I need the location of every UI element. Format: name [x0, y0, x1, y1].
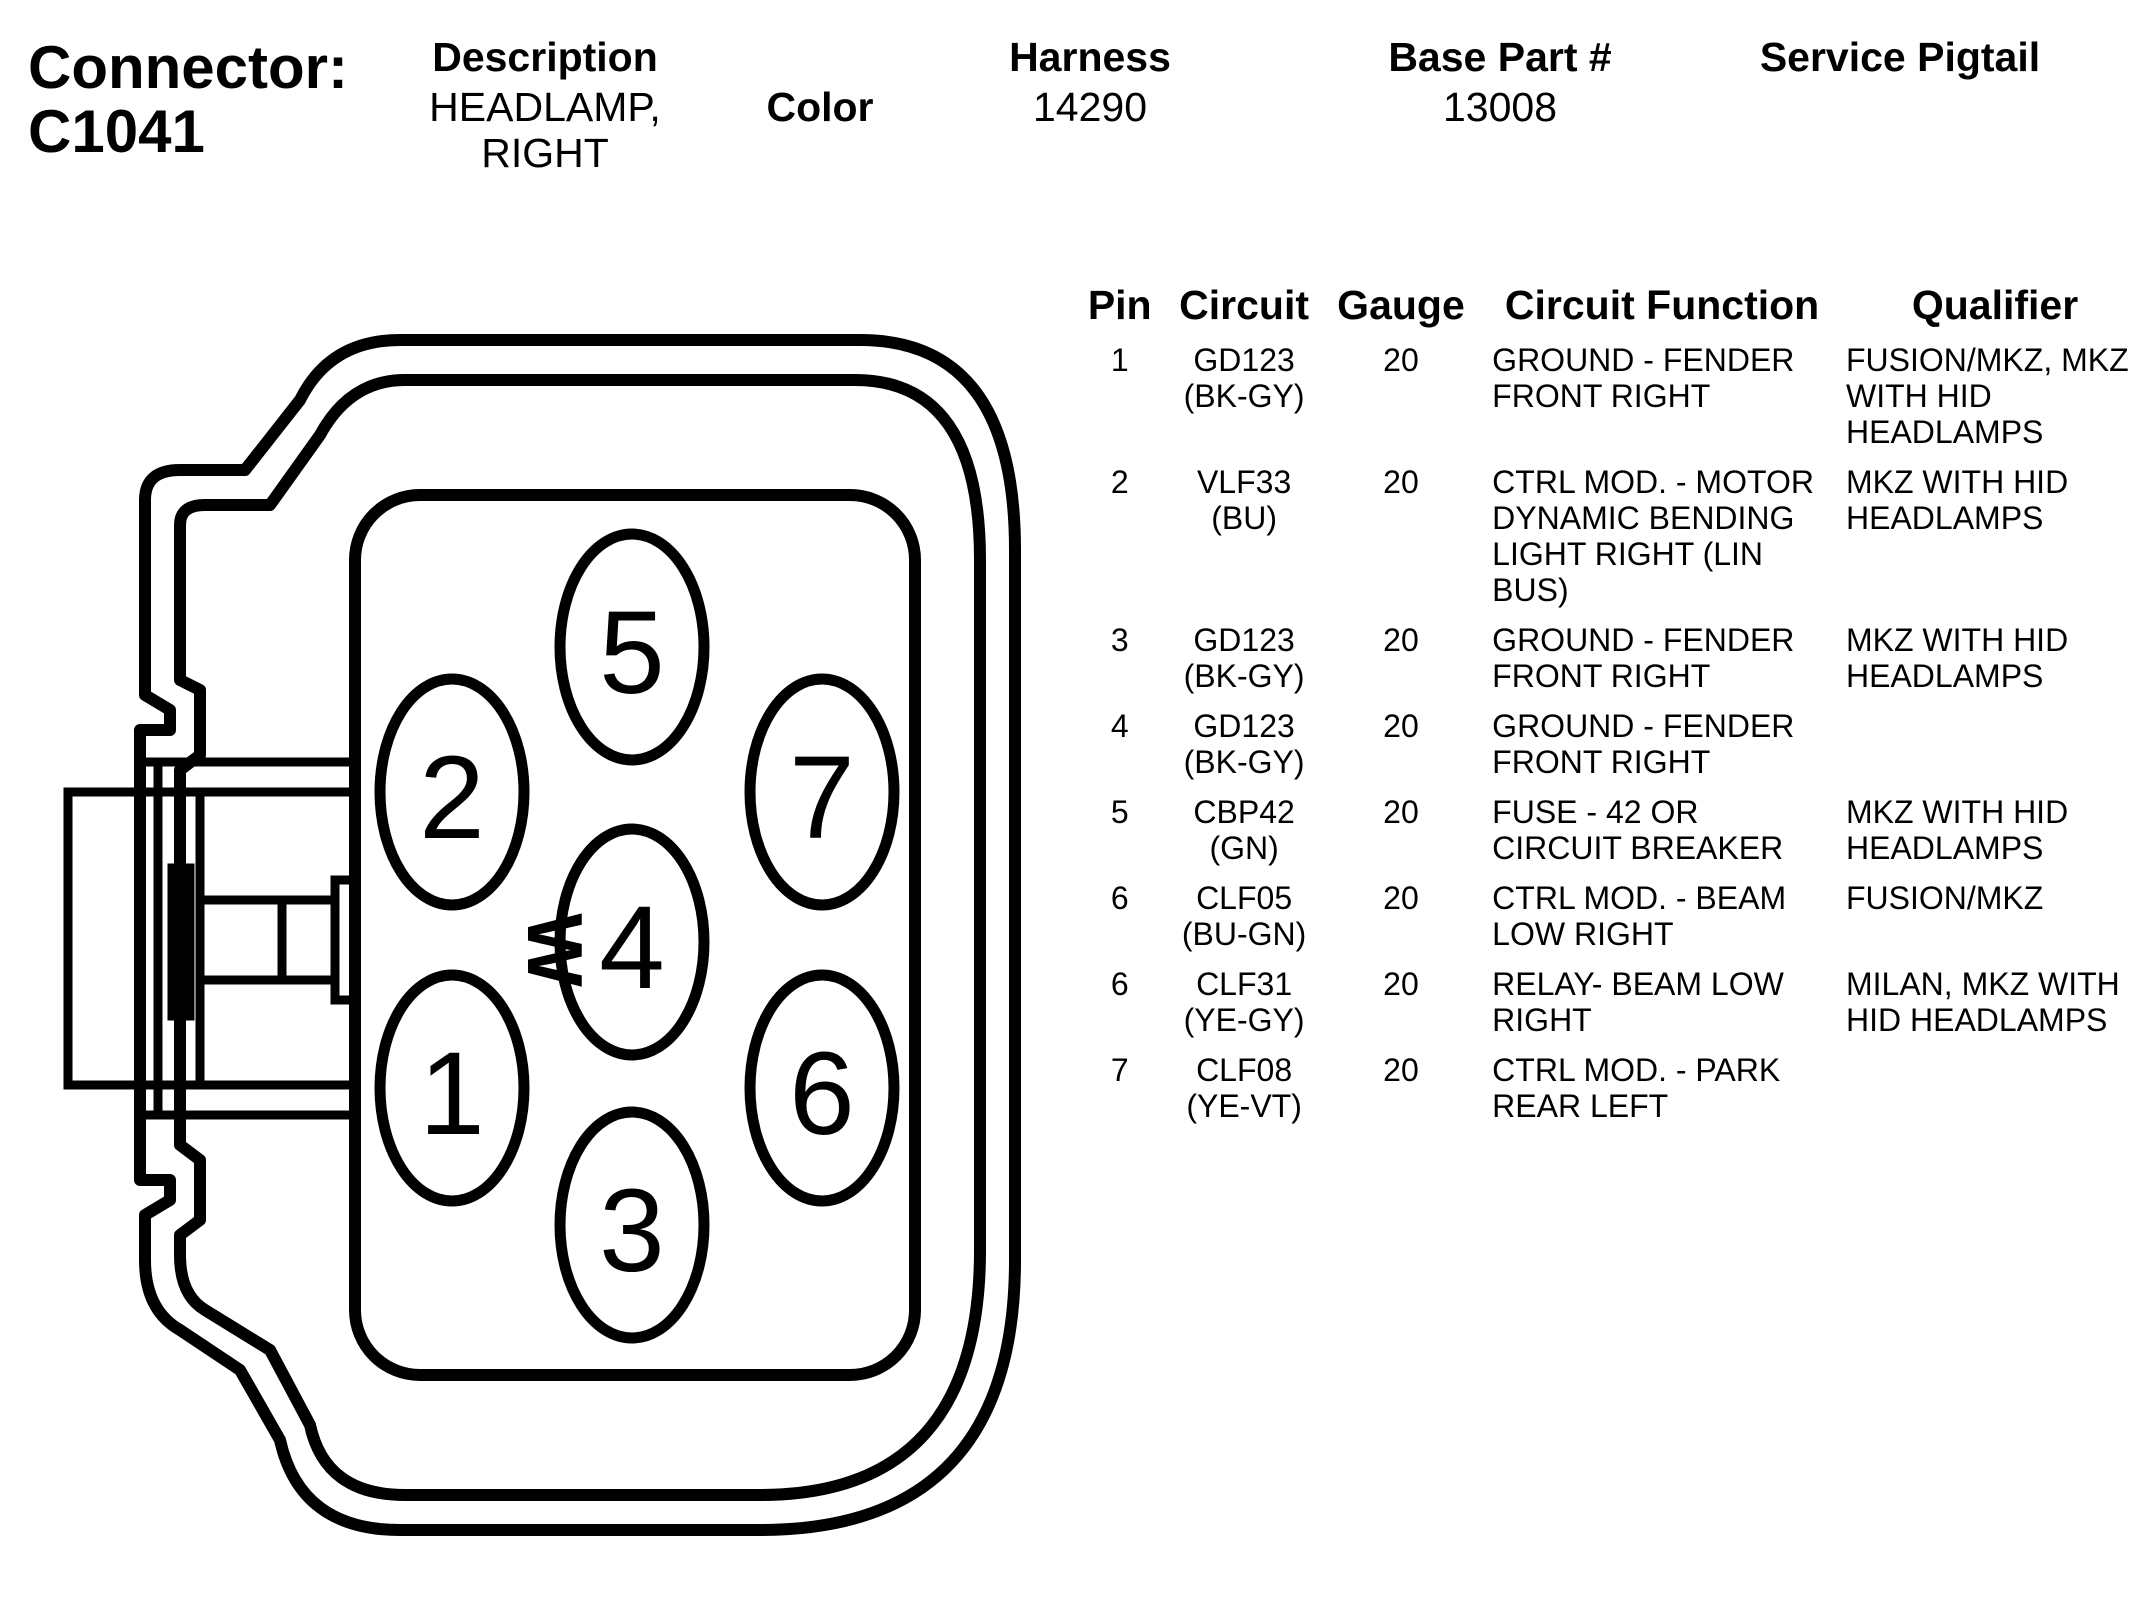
lock-tab-latch: [167, 863, 195, 1021]
description-line1: HEADLAMP,: [429, 84, 661, 130]
cell-pin: 5: [1110, 794, 1129, 830]
col-header-circuit: Circuit: [1179, 282, 1310, 328]
col-header-qualifier: Qualifier: [1911, 282, 2079, 328]
connector-id: C1041: [28, 98, 205, 165]
service-pigtail-title: Service Pigtail: [1759, 34, 2041, 80]
color-title: Color: [766, 84, 874, 130]
base-part-title: Base Part #: [1388, 34, 1612, 80]
cell-gauge: 20: [1383, 342, 1419, 378]
pin-label-2: 2: [419, 732, 485, 864]
color-block: Color: [740, 80, 900, 134]
cell-pin: 6: [1110, 966, 1129, 1002]
pin-5: 5: [554, 528, 710, 766]
cell-circuit: CLF05(BU-GN): [1181, 880, 1307, 952]
pin-label-4: 4: [599, 882, 665, 1014]
base-part-block: Base Part # 13008: [1360, 30, 1640, 130]
cell-gauge: 20: [1383, 708, 1419, 744]
cell-pin: 3: [1110, 622, 1129, 658]
cell-circuit: GD123(BK-GY): [1183, 342, 1305, 414]
cell-circuit: CBP42(GN): [1193, 794, 1295, 866]
pin-table-header: Pin Circuit Gauge Circuit Function Quali…: [1075, 280, 2144, 342]
cell-pin: 7: [1110, 1052, 1129, 1088]
pin-1: 1: [374, 969, 530, 1207]
cell-qualifier: [1846, 708, 2144, 794]
lock-tab-outer: [63, 787, 140, 1090]
cell-gauge: 20: [1383, 794, 1419, 830]
cell-gauge: 20: [1383, 622, 1419, 658]
harness-value: 14290: [1032, 84, 1147, 130]
description-title: Description: [432, 34, 658, 80]
cell-gauge: 20: [1383, 966, 1419, 1002]
cell-qualifier: FUSION/MKZ: [1845, 880, 2044, 916]
col-header-pin: Pin: [1087, 282, 1152, 328]
cell-circuit: VLF33(BU): [1196, 464, 1292, 536]
cell-pin: 2: [1110, 464, 1129, 500]
cell-circuit: CLF08(YE-VT): [1186, 1052, 1302, 1124]
cell-qualifier: [1846, 1052, 2144, 1138]
harness-title: Harness: [1009, 34, 1171, 80]
description-line2: RIGHT: [481, 130, 609, 176]
housing-inner-outline: [174, 374, 986, 1501]
description-block: Description HEADLAMP, RIGHT: [380, 30, 710, 176]
pin-label-3: 3: [599, 1165, 665, 1297]
pin-4: 4: [554, 823, 710, 1061]
cell-circuit: CLF31(YE-GY): [1183, 966, 1305, 1038]
connector-label-line1: Connector:: [28, 34, 348, 101]
col-header-function: Circuit Function: [1504, 282, 1820, 328]
col-header-gauge: Gauge: [1337, 282, 1465, 328]
pin-6: 6: [744, 969, 900, 1207]
harness-block: Harness 14290: [970, 30, 1210, 130]
connector-face-diagram: 2 5 7 4 1 6 3 W: [63, 334, 1021, 1536]
cell-gauge: 20: [1383, 1052, 1419, 1088]
pin-table: Pin Circuit Gauge Circuit Function Quali…: [1075, 280, 2144, 1138]
pin-7: 7: [744, 673, 900, 911]
base-part-value: 13008: [1442, 84, 1557, 130]
pin-label-6: 6: [789, 1028, 855, 1160]
pin-label-7: 7: [789, 732, 855, 864]
cell-pin: 4: [1110, 708, 1129, 744]
cell-pin: 1: [1110, 342, 1129, 378]
key-marker: W: [511, 913, 599, 987]
pin-3: 3: [554, 1106, 710, 1344]
housing-outer-outline: [134, 334, 1021, 1536]
pin-label-5: 5: [599, 587, 665, 719]
cell-gauge: 20: [1383, 464, 1419, 500]
cell-gauge: 20: [1383, 880, 1419, 916]
connector-label: Connector: C1041: [28, 36, 348, 164]
cell-circuit: GD123(BK-GY): [1183, 622, 1305, 694]
cell-pin: 6: [1110, 880, 1129, 916]
pin-label-1: 1: [419, 1028, 485, 1160]
pin-2: 2: [374, 673, 530, 911]
service-pigtail-block: Service Pigtail: [1730, 30, 2070, 84]
cell-circuit: GD123(BK-GY): [1183, 708, 1305, 780]
